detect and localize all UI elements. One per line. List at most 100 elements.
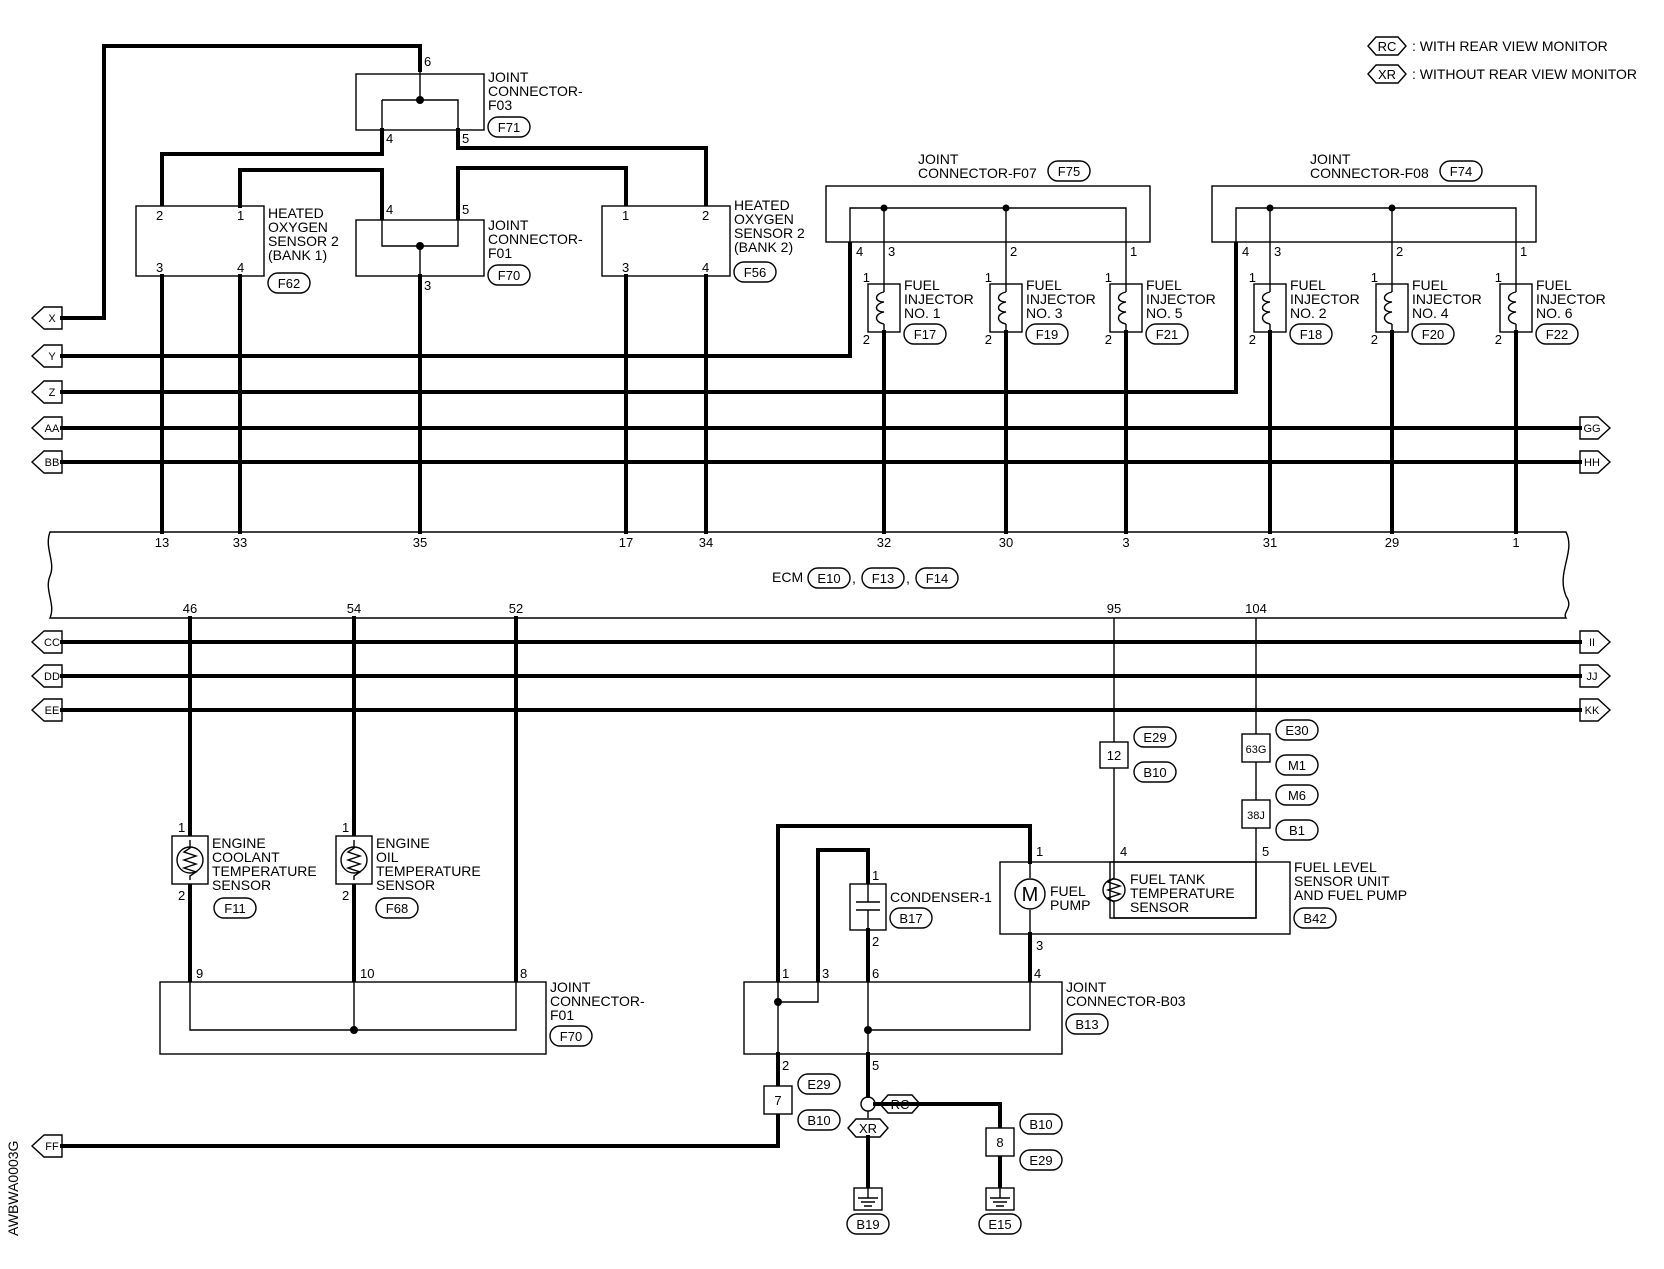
conn-tag-f71: F71 (487, 116, 531, 138)
ecm-pin: 3 (1122, 535, 1129, 550)
svg-text:2: 2 (872, 934, 879, 949)
svg-text:INJECTOR: INJECTOR (1536, 291, 1606, 307)
figure-id: AWBWA0003G (5, 1141, 21, 1236)
svg-text:4: 4 (856, 244, 863, 259)
svg-text:,: , (906, 570, 910, 586)
bottom-wiring: 1 2 ENGINE COOLANT TEMPERATURE SENSOR F1… (60, 616, 1582, 1235)
svg-text:FUEL: FUEL (1290, 277, 1326, 293)
legend-xr: XR : WITHOUT REAR VIEW MONITOR (1367, 64, 1637, 84)
injector-coil-icon (1383, 291, 1393, 325)
inline-connector-8: 8 B10 E29 (985, 1113, 1063, 1171)
svg-text:SENSOR 2: SENSOR 2 (268, 233, 339, 249)
legend-rc-code: RC (1378, 39, 1397, 54)
svg-text:F22: F22 (1546, 327, 1568, 342)
svg-text:INJECTOR: INJECTOR (1026, 291, 1096, 307)
svg-text:5: 5 (462, 131, 469, 146)
svg-text:1: 1 (1495, 270, 1502, 285)
svg-text:JOINT: JOINT (1310, 151, 1351, 167)
svg-text:E29: E29 (807, 1077, 830, 1092)
svg-text:1: 1 (1249, 270, 1256, 285)
svg-text:SENSOR: SENSOR (1130, 899, 1189, 915)
ecm-pin: 13 (155, 535, 169, 550)
svg-text:HH: HH (1584, 457, 1600, 469)
joint-connector-f01-bottom: 9 10 8 JOINT CONNECTOR- F01 F70 (159, 966, 645, 1055)
svg-text:B17: B17 (899, 911, 922, 926)
svg-text:1: 1 (237, 208, 244, 223)
svg-text:XR: XR (859, 1121, 877, 1136)
engine-oil-temperature-sensor: 1 2 ENGINE OIL TEMPERATURE SENSOR F68 (335, 820, 481, 919)
arrow-ff: FF (30, 1134, 63, 1158)
ecm-pin: 17 (619, 535, 633, 550)
svg-text:4: 4 (386, 131, 393, 146)
svg-text:B13: B13 (1075, 1017, 1098, 1032)
arrow-ee: EE (30, 698, 63, 722)
ecm-pin: 46 (183, 601, 197, 616)
legend: RC : WITH REAR VIEW MONITOR XR : WITHOUT… (1367, 36, 1637, 84)
svg-text:FUEL: FUEL (1050, 883, 1086, 899)
svg-text:CONNECTOR-B03: CONNECTOR-B03 (1066, 993, 1186, 1009)
svg-text:M1: M1 (1288, 758, 1306, 773)
svg-text:E29: E29 (1143, 730, 1166, 745)
fuel-level-sensor-unit-and-fuel-pump: 1 4 5 3 M FUEL PUMP FUEL TANK TEMPERATUR… (999, 844, 1407, 953)
svg-text:4: 4 (1242, 244, 1249, 259)
svg-text:2: 2 (985, 332, 992, 347)
svg-text:FUEL LEVEL: FUEL LEVEL (1294, 859, 1377, 875)
arrow-kk: KK (1579, 698, 1612, 722)
legend-rc-text: : WITH REAR VIEW MONITOR (1412, 38, 1608, 54)
svg-text:NO. 2: NO. 2 (1290, 305, 1327, 321)
svg-text:12: 12 (1107, 748, 1121, 763)
svg-text:PUMP: PUMP (1050, 897, 1090, 913)
svg-text:2: 2 (1105, 332, 1112, 347)
svg-text:ENGINE: ENGINE (376, 835, 430, 851)
svg-text:(BANK 2): (BANK 2) (734, 239, 793, 255)
svg-text:F01: F01 (550, 1007, 574, 1023)
svg-text:NO. 4: NO. 4 (1412, 305, 1449, 321)
svg-text:4: 4 (1034, 966, 1041, 981)
svg-text:CONNECTOR-: CONNECTOR- (550, 993, 645, 1009)
svg-text:1: 1 (863, 270, 870, 285)
svg-text:B10: B10 (807, 1113, 830, 1128)
inline-connector-7: 7 E29 B10 (763, 1073, 841, 1131)
svg-text:2: 2 (1371, 332, 1378, 347)
ecm-label: ECM (772, 569, 803, 585)
svg-text:F01: F01 (488, 245, 512, 261)
svg-text:3: 3 (424, 278, 431, 293)
svg-text:II: II (1589, 637, 1595, 649)
svg-text:F03: F03 (488, 97, 512, 113)
svg-text:OXYGEN: OXYGEN (734, 211, 794, 227)
svg-text:4: 4 (1120, 844, 1127, 859)
legend-xr-code: XR (1378, 67, 1396, 82)
svg-text:F11: F11 (224, 901, 245, 916)
option-xr-tag: XR (847, 1118, 889, 1138)
svg-text:,: , (852, 570, 856, 586)
ground-icon (858, 1188, 878, 1207)
svg-text:2: 2 (342, 888, 349, 903)
svg-text:B19: B19 (856, 1217, 879, 1232)
arrow-hh: HH (1579, 450, 1612, 474)
svg-text:1: 1 (1105, 270, 1112, 285)
svg-text:JOINT: JOINT (488, 69, 529, 85)
injector-coil-icon (997, 291, 1007, 325)
arrow-aa: AA (30, 416, 63, 440)
svg-text:3: 3 (1036, 938, 1043, 953)
svg-text:AND FUEL PUMP: AND FUEL PUMP (1294, 887, 1407, 903)
svg-text:F18: F18 (1300, 327, 1322, 342)
svg-text:4: 4 (237, 260, 244, 275)
svg-text:1: 1 (1520, 244, 1527, 259)
svg-text:JOINT: JOINT (550, 979, 591, 995)
svg-text:JOINT: JOINT (1066, 979, 1107, 995)
svg-text:Y: Y (48, 351, 56, 363)
svg-text:3: 3 (1274, 244, 1281, 259)
svg-text:4: 4 (702, 260, 709, 275)
svg-text:INJECTOR: INJECTOR (904, 291, 974, 307)
svg-text:3: 3 (156, 260, 163, 275)
svg-text:OIL: OIL (376, 849, 399, 865)
svg-text:TEMPERATURE: TEMPERATURE (212, 863, 317, 879)
thermistor-icon (1102, 878, 1126, 902)
